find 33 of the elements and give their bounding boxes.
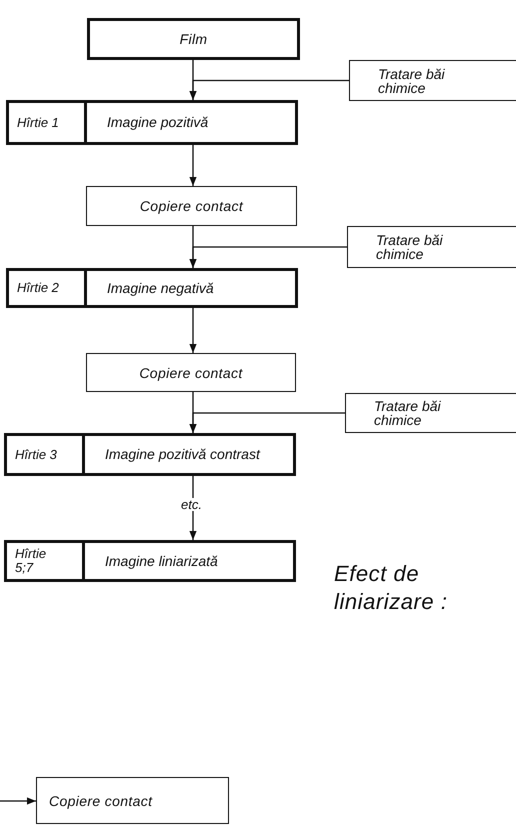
paper-box xyxy=(6,268,298,308)
arrow xyxy=(189,308,197,353)
box-text: Tratare băi chimice xyxy=(376,233,444,261)
paper-box xyxy=(4,540,296,582)
arrow xyxy=(189,80,349,100)
arrow xyxy=(189,145,197,186)
box-text: Imagine liniarizată xyxy=(105,554,219,568)
box-text: Imagine pozitivă xyxy=(107,115,210,130)
paper-label: Hîrtie 1 xyxy=(17,116,60,130)
box-text: Tratare băi chimice xyxy=(378,66,446,94)
paper-label: Hîrtie 5;7 xyxy=(15,547,48,575)
box-text: Copiere contact xyxy=(140,199,244,213)
process-box xyxy=(349,60,516,101)
paper-box xyxy=(4,433,296,476)
process-box xyxy=(36,777,229,824)
box-text: Imagine pozitivă contrast xyxy=(105,447,262,462)
box-text: Copiere contact xyxy=(139,366,243,380)
box-text: Imagine negativă xyxy=(107,280,215,296)
box-text: Copiere contact xyxy=(49,794,152,808)
box-text: Tratare băi chimice xyxy=(374,399,442,427)
paper-box xyxy=(6,100,298,145)
paper-label: Hîrtie 3 xyxy=(15,448,58,462)
process-box xyxy=(87,18,300,60)
box-text: Film xyxy=(180,32,208,46)
note-text: Efect de liniarizare : xyxy=(334,560,449,616)
process-box xyxy=(86,353,296,392)
arrow xyxy=(189,412,345,433)
process-box xyxy=(347,226,516,268)
paper-label: Hîrtie 2 xyxy=(17,281,60,295)
process-box xyxy=(345,393,516,433)
process-box xyxy=(86,186,297,226)
arrow xyxy=(189,246,347,268)
arrow xyxy=(0,797,36,805)
